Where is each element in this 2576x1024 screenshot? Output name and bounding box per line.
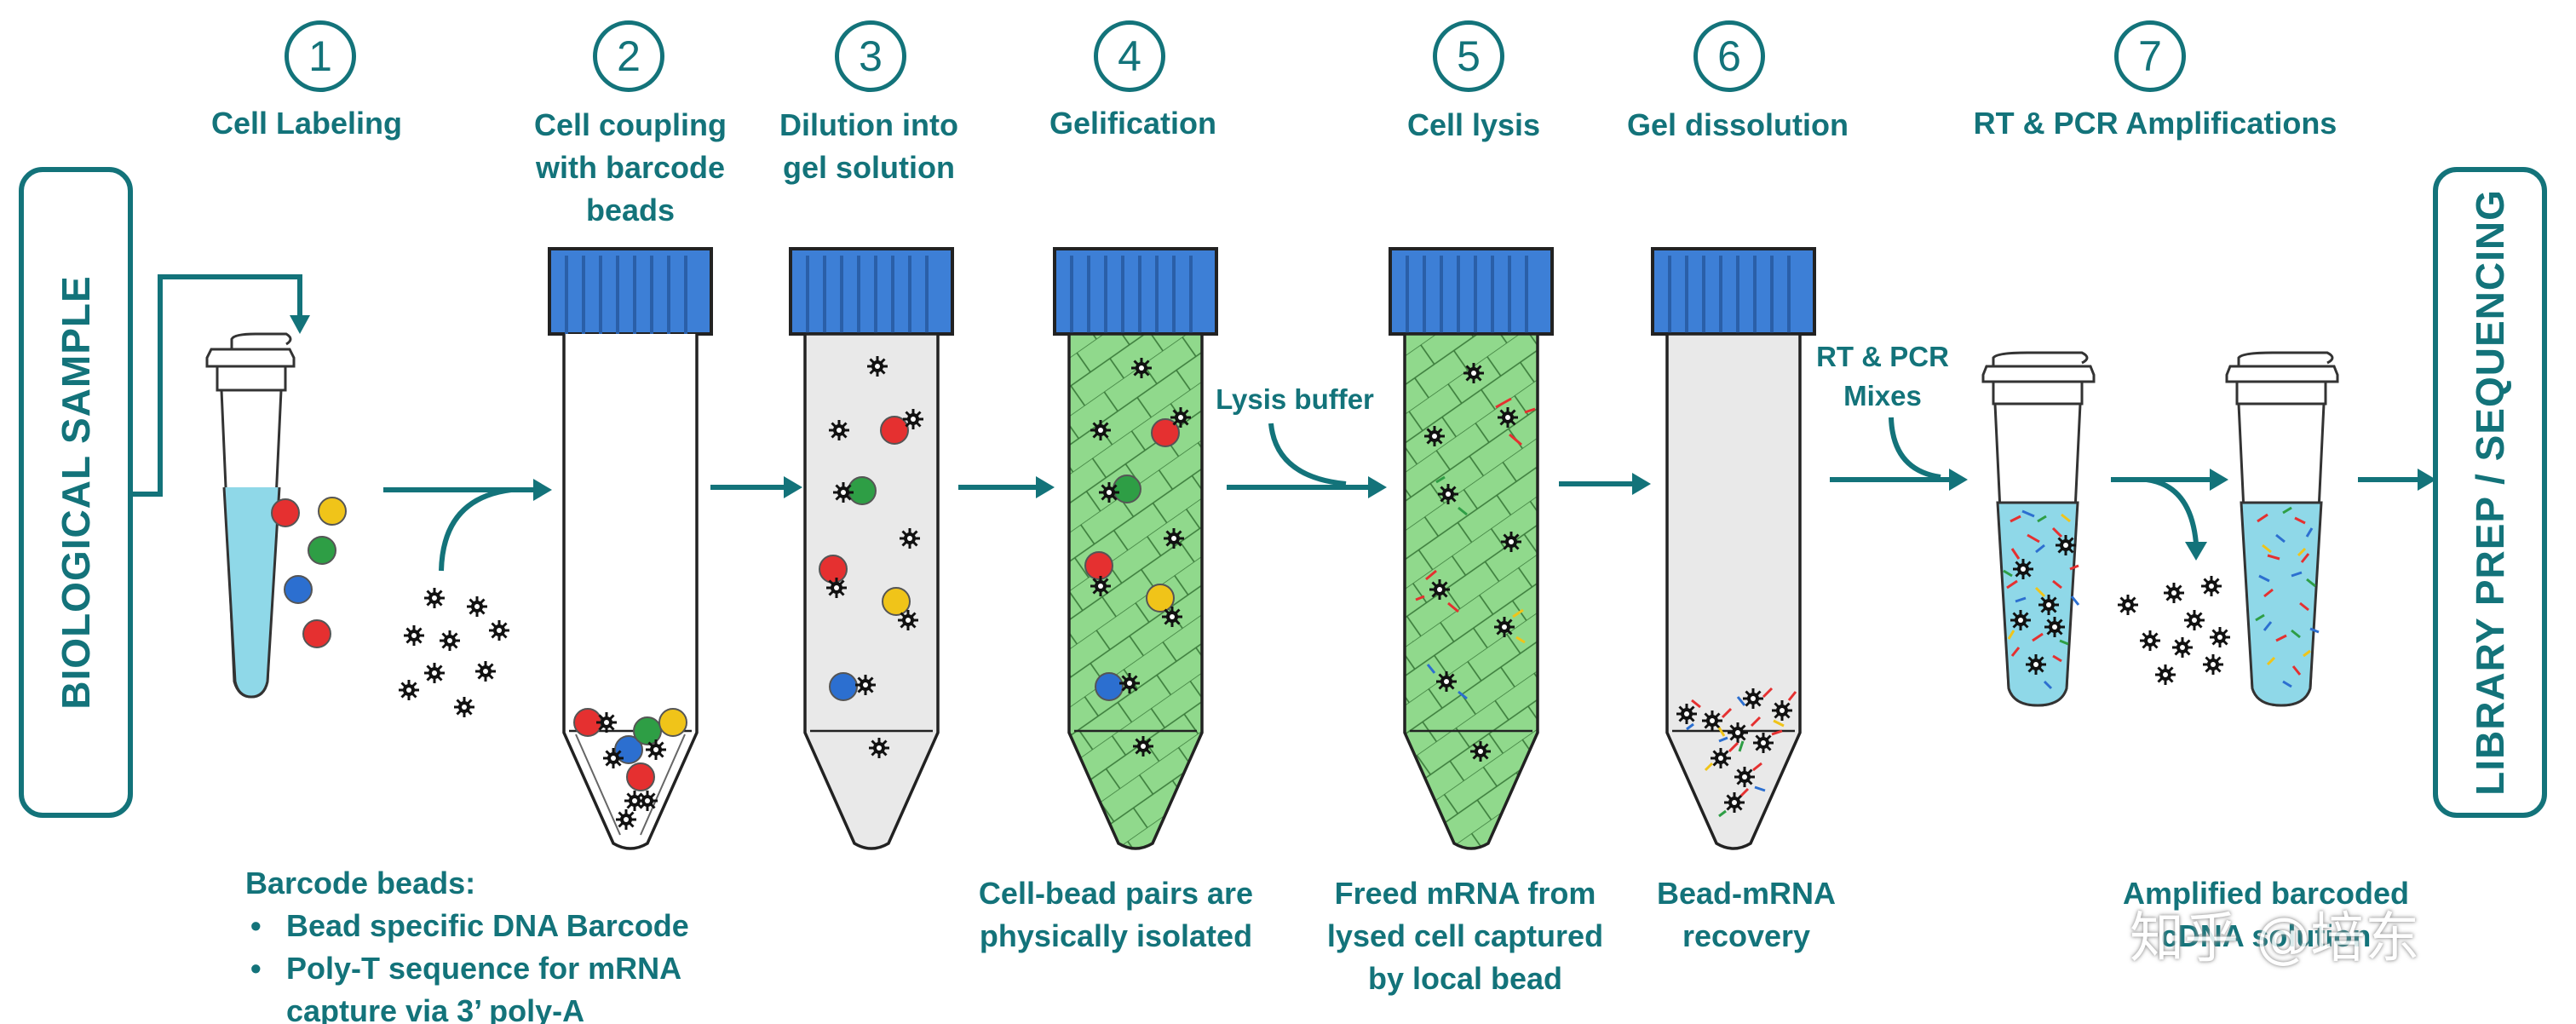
barcode-note-item-continued: capture via 3’ poly-A bbox=[286, 993, 585, 1024]
step-label-6: Gel dissolution bbox=[1626, 107, 1849, 142]
tube-7a bbox=[1981, 351, 2096, 707]
library-prep-box: LIBRARY PREP / SEQUENCING bbox=[2433, 167, 2547, 818]
step-number-5: 5 bbox=[1433, 20, 1504, 92]
beads-tube-5 bbox=[1415, 361, 1536, 763]
step-number-6: 6 bbox=[1693, 20, 1765, 92]
biological-sample-label: BIOLOGICAL SAMPLE bbox=[54, 275, 98, 710]
step-label-7: RT & PCR Amplifications bbox=[1973, 106, 2337, 141]
step-label-3: Dilution into gel solution bbox=[779, 107, 958, 185]
step-number-1: 1 bbox=[285, 20, 356, 92]
rt-pcr-mixes-label: RT & PCR Mixes bbox=[1816, 341, 1949, 411]
step-label-1: Cell Labeling bbox=[210, 106, 403, 141]
tube-5 bbox=[1389, 247, 1554, 850]
step-number-3: 3 bbox=[835, 20, 906, 92]
caption-capture: Freed mRNA from lysed cell captured by l… bbox=[1326, 876, 1604, 996]
step-label-2: Cell coupling with barcode beads bbox=[533, 107, 727, 227]
barcode-notes-title: Barcode beads: bbox=[245, 866, 476, 900]
tube-6 bbox=[1651, 247, 1816, 850]
sample-to-tube-arrow bbox=[133, 274, 302, 497]
lysis-buffer-label: Lysis buffer bbox=[1216, 383, 1374, 415]
cells-tube-2 bbox=[573, 708, 687, 831]
barcode-note-item: Bead specific DNA Barcode bbox=[245, 905, 689, 947]
tube-4 bbox=[1053, 247, 1218, 850]
step-label-4: Gelification bbox=[1049, 106, 1217, 141]
cells-tube-4 bbox=[1084, 356, 1193, 758]
step-number-2: 2 bbox=[593, 20, 664, 92]
cells-tube-3 bbox=[819, 354, 925, 760]
caption-amplified: Amplified barcoded cDNA solution bbox=[2122, 876, 2410, 953]
cells-tube-1 bbox=[271, 497, 347, 648]
library-prep-label: LIBRARY PREP / SEQUENCING bbox=[2468, 189, 2512, 796]
barcode-bead-notes: Barcode beads: Bead specific DNA Barcode… bbox=[245, 862, 689, 1024]
biological-sample-box: BIOLOGICAL SAMPLE bbox=[19, 167, 133, 818]
caption-isolation: Cell-bead pairs are physically isolated bbox=[978, 876, 1254, 953]
loose-beads-1 bbox=[397, 586, 511, 719]
barcode-note-item: Poly-T sequence for mRNA bbox=[245, 947, 689, 990]
step-number-7: 7 bbox=[2114, 20, 2186, 92]
tube-3 bbox=[789, 247, 954, 850]
step-number-4: 4 bbox=[1094, 20, 1165, 92]
step-label-5: Cell lysis bbox=[1406, 107, 1541, 142]
tube-1 bbox=[205, 332, 296, 699]
loose-beads-7 bbox=[2116, 574, 2232, 687]
caption-recovery: Bead-mRNA recovery bbox=[1656, 876, 1837, 953]
tube-7b bbox=[2225, 351, 2339, 707]
beads-tube-6 bbox=[1675, 687, 1797, 818]
watermark: 知乎 @培东 bbox=[2130, 907, 2420, 970]
